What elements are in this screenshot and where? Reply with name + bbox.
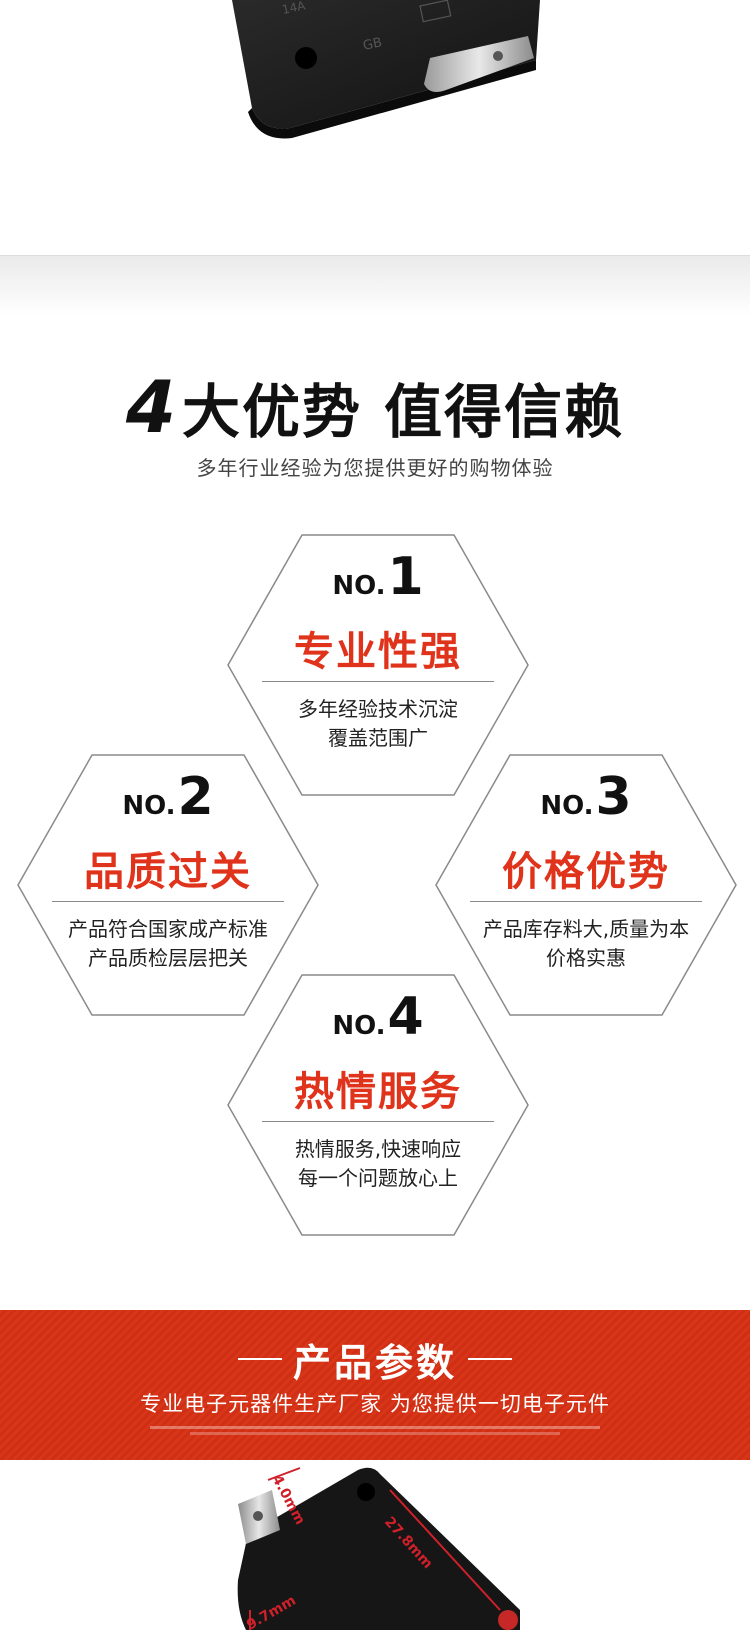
advantage-title: 品质过关 [84,849,252,895]
advantage-title: 热情服务 [294,1069,462,1115]
advantage-card-3: NO.3 价格优势 产品库存料大,质量为本 价格实惠 [434,753,738,1017]
hexagon-shape [227,534,529,796]
advantage-description: 热情服务,快速响应 每一个问题放心上 [294,1137,462,1190]
divider-line [470,901,702,902]
advantage-description: 多年经验技术沉淀 覆盖范围广 [298,697,458,750]
advantage-card-2: NO.2 品质过关 产品符合国家成产标准 产品质检层层把关 [16,753,320,1017]
advantages-subheading: 多年行业经验为您提供更好的购物体验 [196,456,554,480]
heading-text: 大优势 值得信赖 [181,378,625,446]
section-divider [0,255,750,256]
top-product-image: 14A GB [0,0,750,255]
advantage-title: 价格优势 [502,849,670,895]
advantages-heading: 4大优势 值得信赖 [0,365,750,449]
banner-title: 产品参数 [292,1341,457,1385]
advantage-title: 专业性强 [294,629,462,675]
heading-number: 4 [125,365,178,449]
banner-fine-print-decoration [150,1423,600,1438]
advantage-card-1: NO.1 专业性强 多年经验技术沉淀 覆盖范围广 [226,533,530,797]
divider-line [52,901,284,902]
advantage-number: NO.3 [540,767,632,827]
hexagon-shape [227,974,529,1236]
parameters-banner: 产品参数 专业电子元器件生产厂家 为您提供一切电子元件 [0,1310,750,1460]
banner-subtitle: 专业电子元器件生产厂家 为您提供一切电子元件 [140,1392,610,1416]
divider-line [262,681,494,682]
section-shadow [0,256,750,316]
banner-decor-line [468,1358,512,1360]
hexagon-shape [17,754,319,1016]
switch-marking-rating: 14A [281,0,308,17]
advantage-number: NO.2 [122,767,214,827]
microswitch-dimension-illustration: 4.0mm 27.8mm 9.7mm [237,1467,520,1633]
microswitch-illustration: 14A GB [232,0,540,139]
switch-marking-cert: GB [362,35,384,54]
advantage-number: NO.4 [332,987,424,1047]
hexagon-shape [435,754,737,1016]
banner-decor-line [238,1358,282,1360]
advantage-number: NO.1 [332,547,424,607]
advantage-description: 产品符合国家成产标准 产品质检层层把关 [68,917,268,970]
advantage-card-4: NO.4 热情服务 热情服务,快速响应 每一个问题放心上 [226,973,530,1237]
dimension-product-image: 4.0mm 27.8mm 9.7mm [0,1460,750,1633]
divider-line [262,1121,494,1122]
advantage-description: 产品库存料大,质量为本 价格实惠 [482,917,690,970]
